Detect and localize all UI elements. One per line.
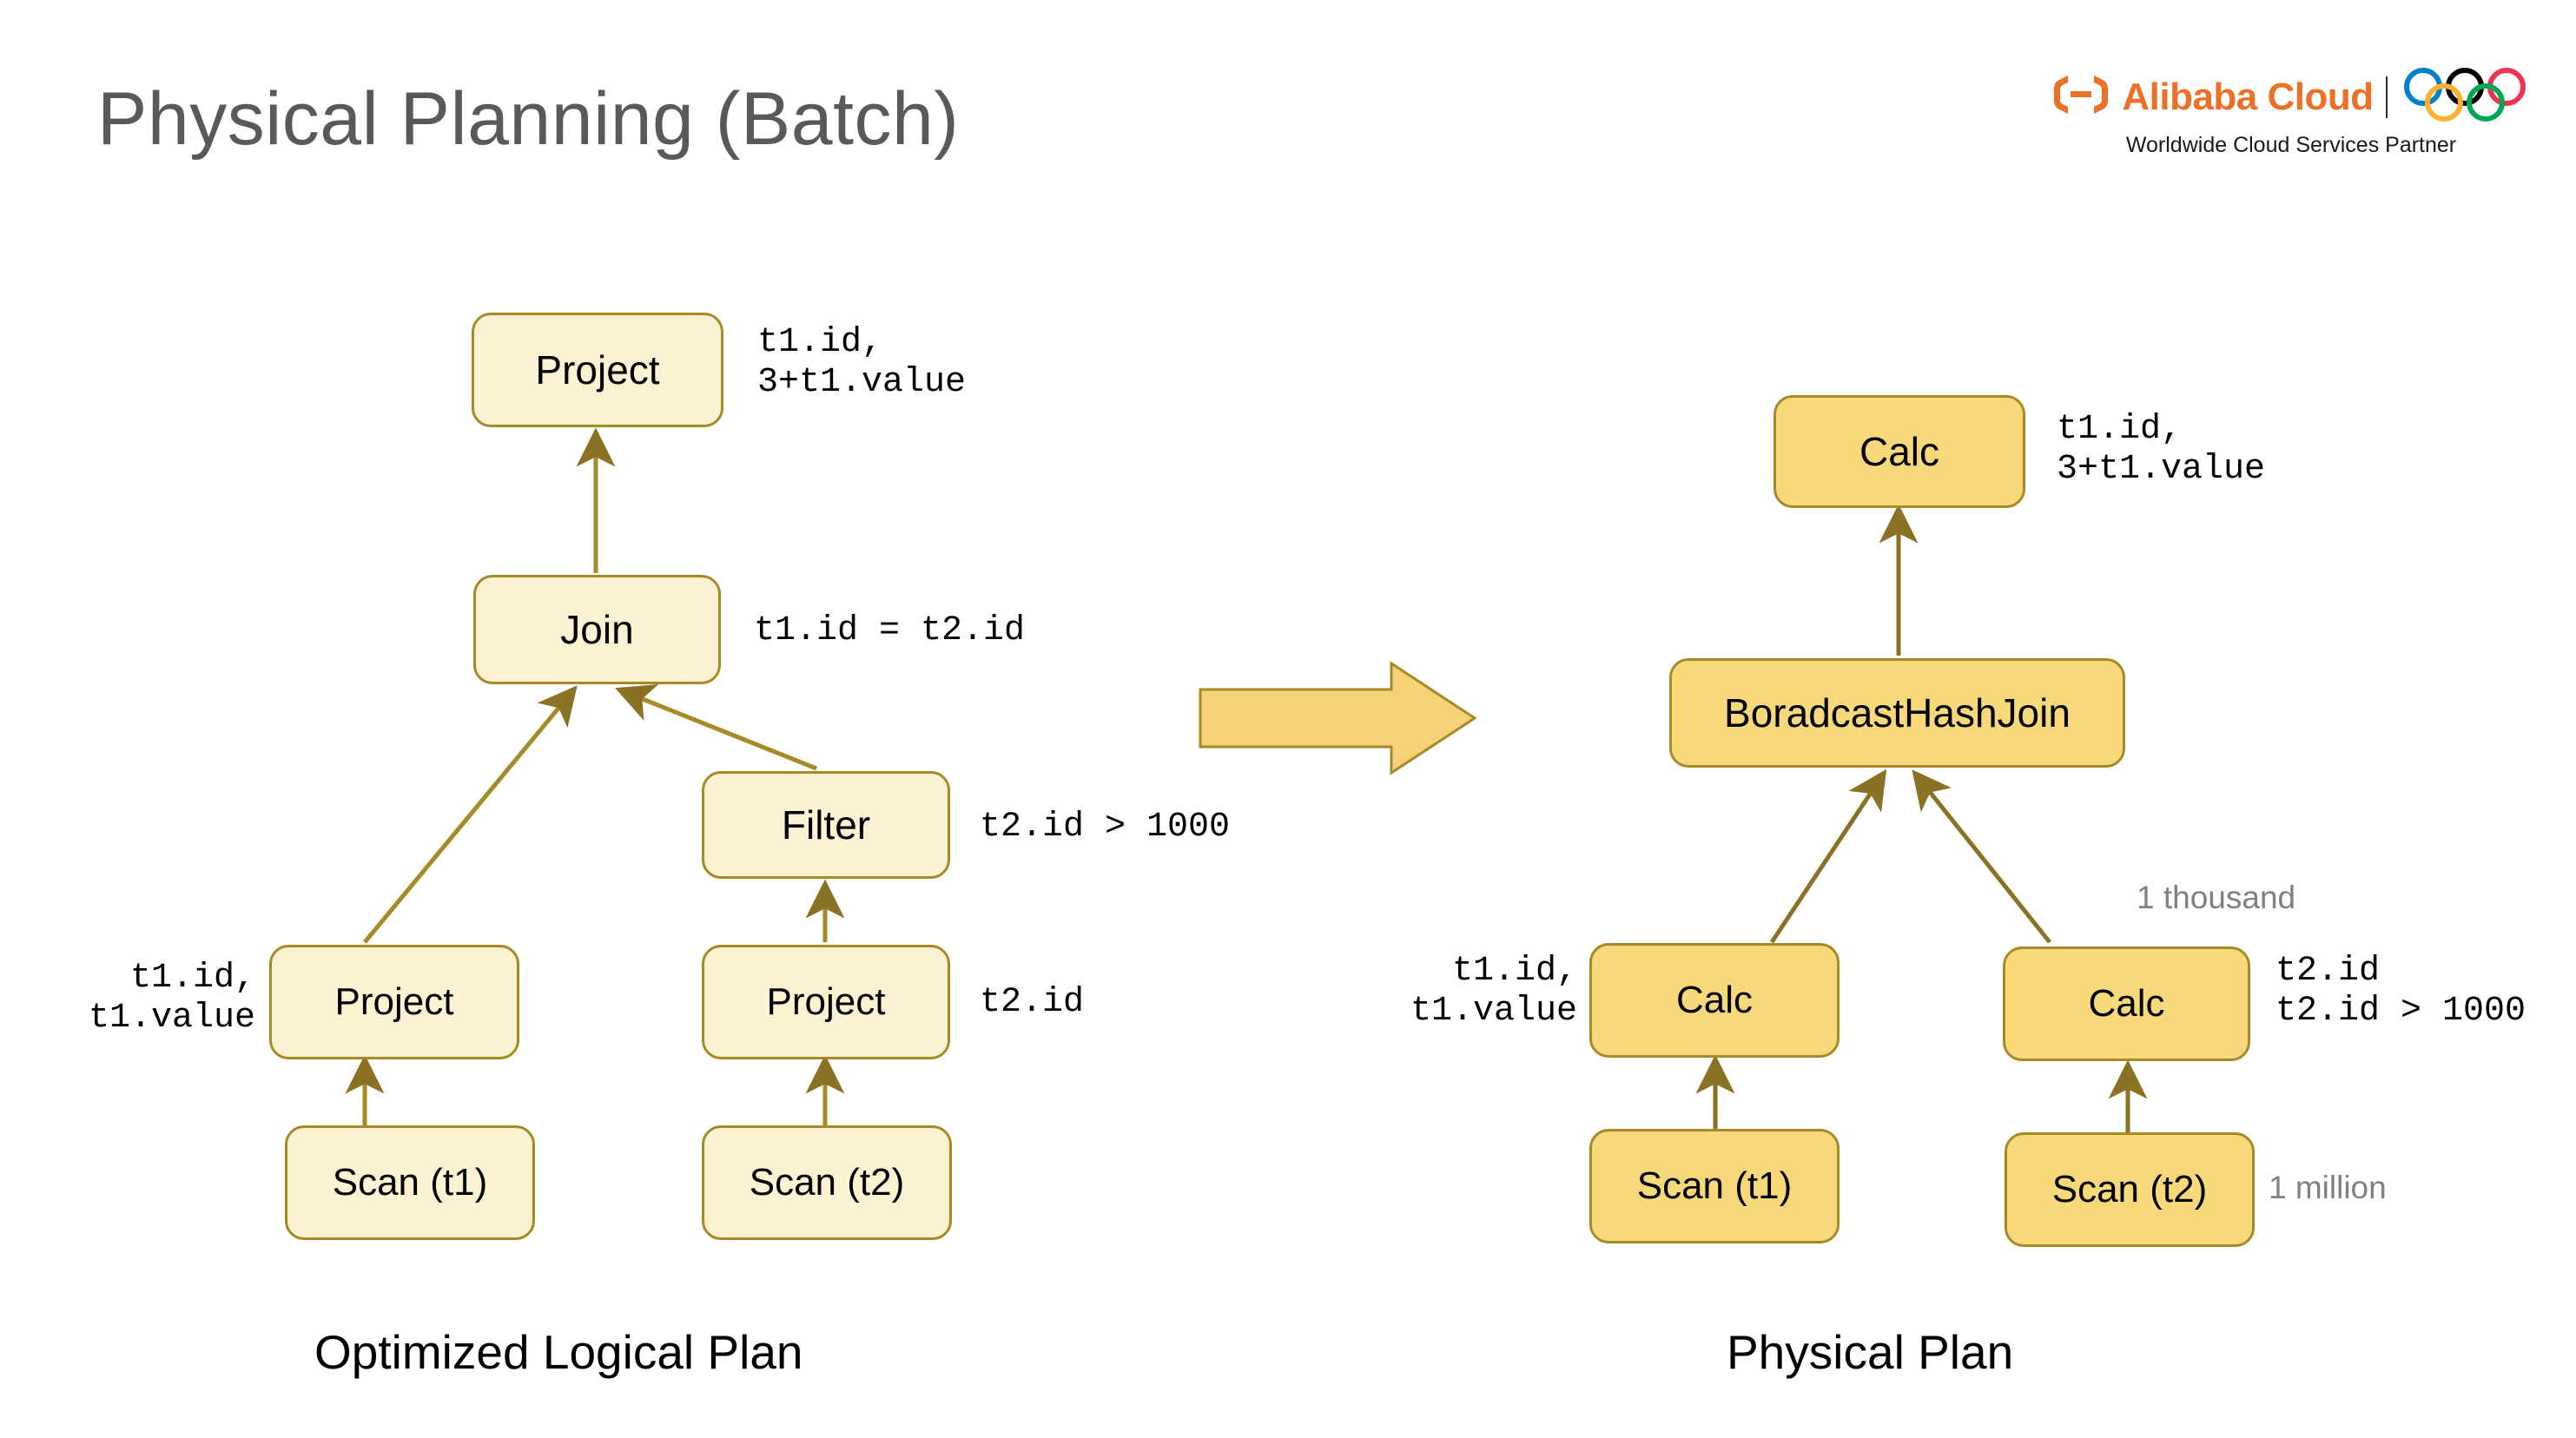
node-label: Scan (t1) [1636,1164,1793,1207]
stat-thousand: 1 thousand [2137,880,2296,915]
node-calc-t1[interactable]: Calc [1589,943,1840,1058]
node-scan-t2-physical[interactable]: Scan (t2) [2005,1132,2255,1247]
brand-logo: Alibaba Cloud Worldwide Cloud Services P… [2048,68,2534,158]
node-scan-t1[interactable]: Scan (t1) [285,1125,535,1240]
brand-tagline: Worldwide Cloud Services Partner [2125,133,2457,157]
edge-calc-t2-to-bhj [1912,769,2051,944]
node-label: Project [535,347,660,392]
node-project-t1[interactable]: Project [269,945,519,1059]
annotation-project-t2: t2.id [980,983,1085,1022]
node-project-t2[interactable]: Project [702,945,950,1059]
stat-million: 1 million [2269,1170,2387,1205]
annotation-join: t1.id = t2.id [754,611,1026,650]
node-calc-t2[interactable]: Calc [2003,947,2250,1061]
node-label: Project [334,980,454,1023]
edge-project-t1-to-join [363,685,578,944]
annotation-calc-t1: t1.id, t1.value [1410,952,1577,1032]
transform-arrow-icon [1199,661,1477,775]
node-label: Project [766,980,886,1023]
node-broadcast-hash-join[interactable]: BoradcastHashJoin [1669,658,2125,768]
annotation-project-t1: t1.id, t1.value [89,959,256,1039]
node-project-top[interactable]: Project [472,313,723,427]
olympic-rings-icon [2400,68,2530,126]
logo-divider [2385,76,2388,118]
annotation-calc-t2: t2.id t2.id > 1000 [2275,952,2526,1032]
node-label: BoradcastHashJoin [1724,690,2071,735]
physical-plan-caption: Physical Plan [1727,1325,2014,1379]
annotation-filter: t2.id > 1000 [980,808,1231,847]
node-calc-top[interactable]: Calc [1773,395,2025,508]
node-join[interactable]: Join [473,575,721,684]
node-label: Calc [1675,979,1754,1021]
edge-calc-t1-to-bhj [1769,768,1887,944]
logical-plan-caption: Optimized Logical Plan [314,1325,803,1379]
logo-top-row: Alibaba Cloud [2048,68,2534,126]
node-label: Calc [1859,429,1940,474]
annotation-project-top: t1.id, 3+t1.value [757,323,967,403]
page-title: Physical Planning (Batch) [97,77,960,161]
node-label: Scan (t2) [2051,1168,2208,1210]
node-filter[interactable]: Filter [702,771,950,879]
node-scan-t2[interactable]: Scan (t2) [702,1125,952,1240]
node-label: Scan (t2) [749,1161,905,1204]
brand-wordmark: Alibaba Cloud [2122,75,2374,118]
node-label: Scan (t1) [332,1161,488,1204]
node-label: Join [560,607,634,652]
annotation-calc-top: t1.id, 3+t1.value [2057,410,2266,490]
node-scan-t1-physical[interactable]: Scan (t1) [1589,1129,1840,1243]
node-label: Calc [2088,982,2165,1025]
node-label: Filter [781,802,871,848]
alibaba-cloud-mark-icon [2052,74,2110,120]
edge-filter-to-join [615,684,817,771]
